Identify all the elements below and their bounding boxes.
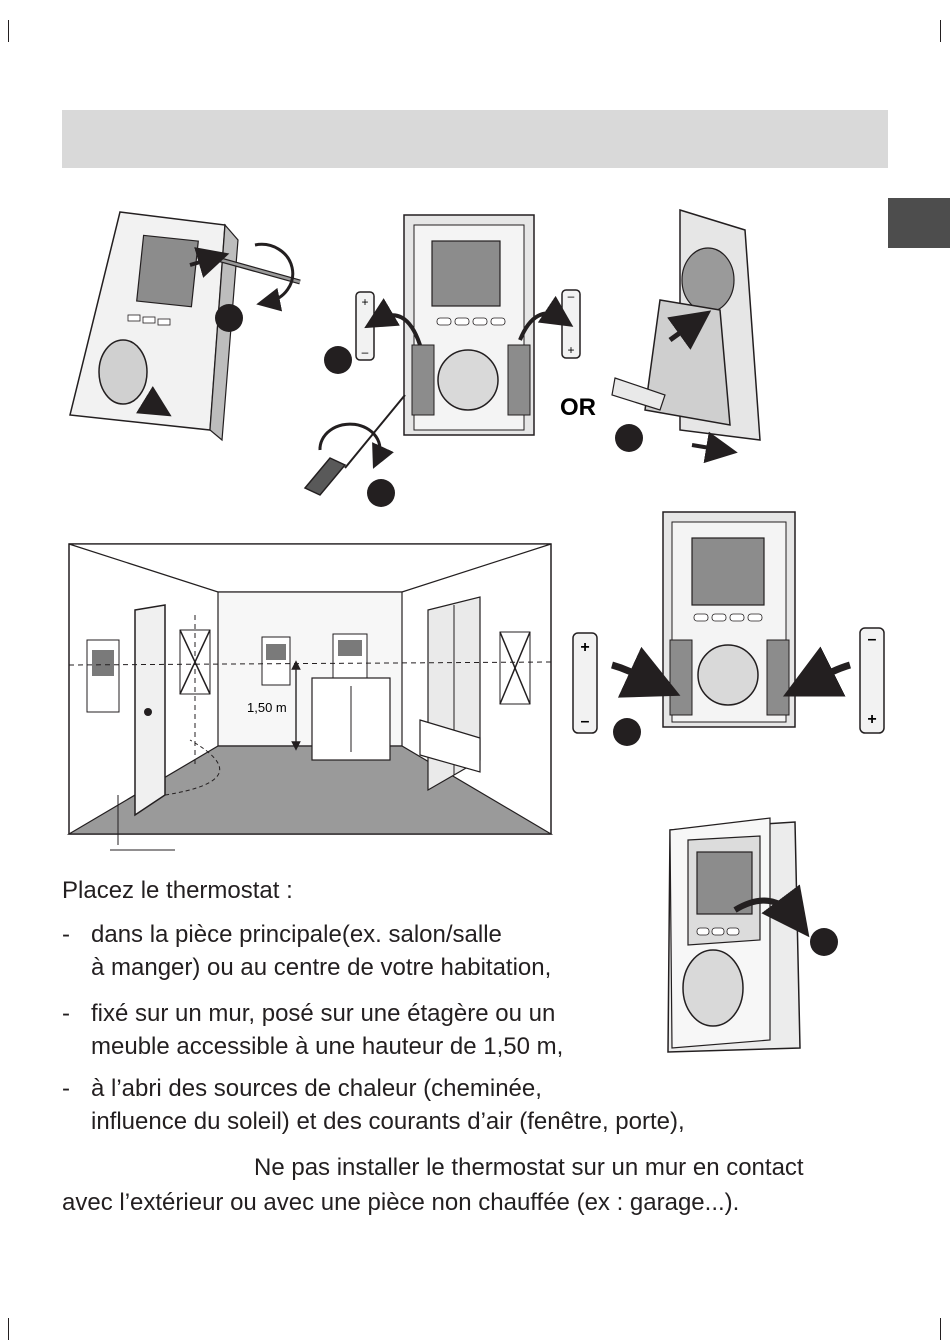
thermostat-device-icon <box>611 208 761 441</box>
crop-mark-top-left <box>8 20 9 42</box>
step-marker-icon <box>215 304 243 332</box>
bullet-dash: - <box>62 921 70 948</box>
battery-minus-label: – <box>568 289 575 303</box>
step-marker-icon <box>615 424 643 452</box>
step-marker-icon <box>810 928 838 956</box>
battery-plus-label: + <box>361 295 368 309</box>
or-label: OR <box>560 394 596 421</box>
bullet-line: dans la pièce principale(ex. salon/salle <box>91 921 502 948</box>
bullet-line: à manger) ou au centre de votre habitati… <box>91 954 552 981</box>
battery-minus-label: – <box>362 345 369 359</box>
crop-mark-top-right <box>940 20 941 42</box>
thermostat-device-icon <box>69 211 239 442</box>
battery-plus-label: + <box>567 343 574 357</box>
section-tab <box>888 198 950 248</box>
bullet-dash: - <box>62 1075 70 1102</box>
step-marker-icon <box>367 479 395 507</box>
battery-plus-label: + <box>867 711 876 728</box>
step-marker-icon <box>324 346 352 374</box>
battery-minus-label: – <box>868 631 877 648</box>
bullet-line: fixé sur un mur, posé sur une étagère ou… <box>91 1000 556 1027</box>
bullet-line: influence du soleil) et des courants d’a… <box>91 1108 685 1135</box>
step-marker-icon <box>613 718 641 746</box>
crop-mark-bottom-right <box>940 1318 941 1340</box>
rotation-arrow-icon <box>254 242 295 312</box>
battery-minus-label: – <box>581 713 590 730</box>
bullet-line: meuble accessible à une hauteur de 1,50 … <box>91 1033 564 1060</box>
battery-plus-label: + <box>580 639 589 656</box>
room-diagram-icon <box>66 543 554 851</box>
thermostat-device-icon <box>662 511 796 728</box>
screwdriver-icon <box>303 394 406 496</box>
thermostat-device-icon <box>667 817 801 1053</box>
intro-text: Placez le thermostat : <box>62 877 293 904</box>
crop-mark-bottom-left <box>8 1318 9 1340</box>
bullet-line: à l’abri des sources de chaleur (cheminé… <box>91 1075 542 1102</box>
header-bar <box>62 110 888 168</box>
bullet-dash: - <box>62 1000 70 1027</box>
warning-line: avec l’extérieur ou avec une pièce non c… <box>62 1189 740 1216</box>
rotation-arrow-icon <box>318 422 394 469</box>
warning-note: Ne pas installer le thermostat sur un mu… <box>62 1150 912 1220</box>
battery-icon <box>572 627 885 734</box>
warning-line: Ne pas installer le thermostat sur un mu… <box>254 1154 804 1181</box>
thermostat-device-icon <box>403 214 535 436</box>
height-label: 1,50 m <box>247 700 287 715</box>
